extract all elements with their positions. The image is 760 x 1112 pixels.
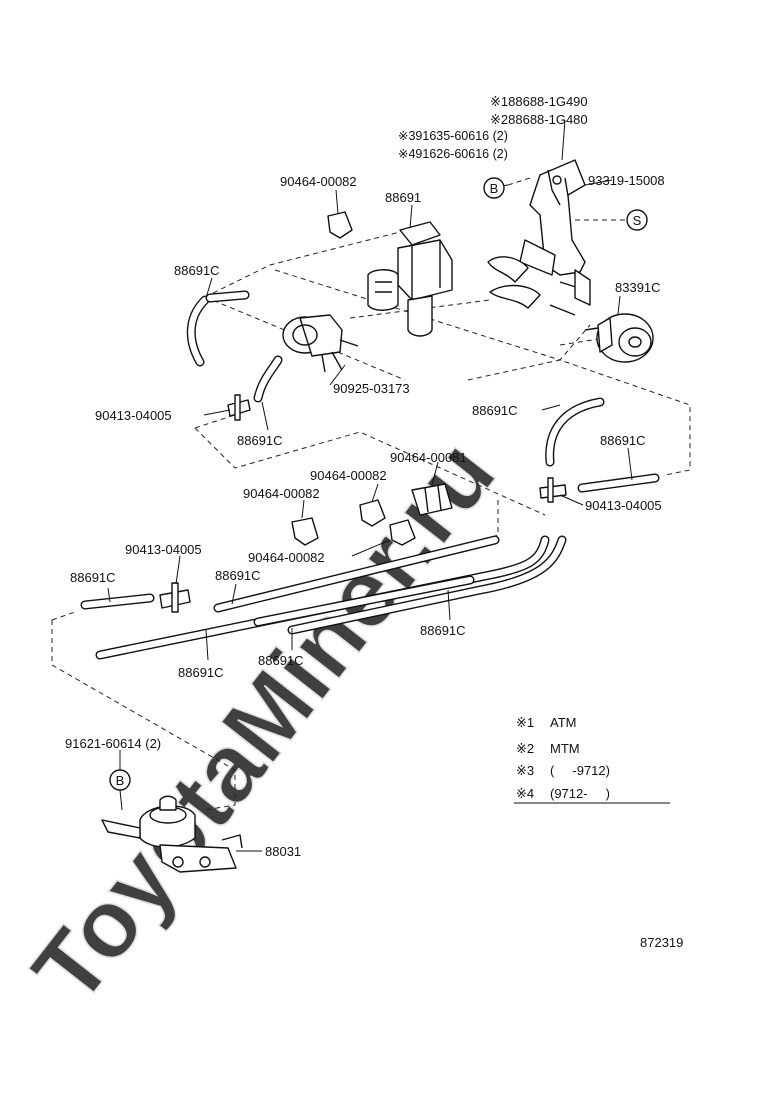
clamps	[291, 211, 453, 546]
label-90413-04005-a: 90413-04005	[95, 408, 172, 423]
label-83391c: 83391C	[615, 280, 661, 295]
vsv-88691	[367, 221, 453, 337]
legend-mark-3: ※3	[516, 763, 534, 778]
long-tubes	[80, 535, 567, 660]
label-90464-00081: 90464-00081	[390, 450, 467, 465]
tee-fittings	[159, 394, 567, 613]
label-88691c-h: 88691C	[258, 653, 304, 668]
label-88691c-c: 88691C	[237, 433, 283, 448]
label-88691c-i: 88691C	[178, 665, 224, 680]
label-88691c-b: 88691C	[472, 403, 518, 418]
label-88691c-d: 88691C	[600, 433, 646, 448]
label-88688-1g490: ※188688-1G490	[490, 94, 588, 109]
label-88691c-f: 88691C	[215, 568, 261, 583]
marker-s-top: S	[626, 209, 648, 231]
bracket-88688	[487, 159, 591, 316]
label-91626-60616: ※491626-60616 (2)	[398, 147, 508, 161]
actuator-90925	[282, 314, 359, 373]
label-90925-03173: 90925-03173	[333, 381, 410, 396]
label-88031: 88031	[265, 844, 301, 859]
legend-text-3: ( -9712)	[550, 763, 610, 778]
drawing-number: 872319	[640, 935, 683, 950]
legend: ※1 ATM ※2 MTM ※3 ( -9712) ※4 (9712- )	[514, 715, 670, 804]
legend-mark-2: ※2	[516, 741, 534, 756]
svg-text:B: B	[116, 773, 125, 788]
svg-text:S: S	[633, 213, 642, 228]
label-90464-00082-b: 90464-00082	[310, 468, 387, 483]
dashed-reference-lines	[51, 177, 691, 811]
legend-text-2: MTM	[550, 741, 580, 756]
label-88691c-e: 88691C	[70, 570, 116, 585]
label-90464-00082-c: 90464-00082	[243, 486, 320, 501]
label-90464-00082-d: 90464-00082	[248, 550, 325, 565]
regulator-88031	[101, 795, 243, 873]
label-93319-15008: 93319-15008	[588, 173, 665, 188]
label-90413-04005-b: 90413-04005	[125, 542, 202, 557]
upper-hoses	[186, 290, 660, 493]
legend-mark-1: ※1	[516, 715, 534, 730]
legend-text-4: (9712- )	[550, 786, 610, 801]
label-88691: 88691	[385, 190, 421, 205]
part-labels: ※188688-1G490 ※288688-1G480 ※391635-6061…	[65, 94, 665, 859]
marker-b-top: B	[483, 177, 505, 199]
label-88691c-g: 88691C	[420, 623, 466, 638]
label-88688-1g480: ※288688-1G480	[490, 112, 588, 127]
label-91621-60614: 91621-60614 (2)	[65, 736, 161, 751]
label-88691c-a: 88691C	[174, 263, 220, 278]
label-90464-00082-a: 90464-00082	[280, 174, 357, 189]
legend-mark-4: ※4	[516, 786, 534, 801]
legend-text-1: ATM	[550, 715, 576, 730]
label-90413-04005-c: 90413-04005	[585, 498, 662, 513]
svg-text:B: B	[490, 181, 499, 196]
sensor-83391C	[584, 313, 654, 363]
leader-lines	[107, 119, 633, 852]
marker-b-bottom: B	[109, 769, 131, 791]
label-91635-60616: ※391635-60616 (2)	[398, 129, 508, 143]
